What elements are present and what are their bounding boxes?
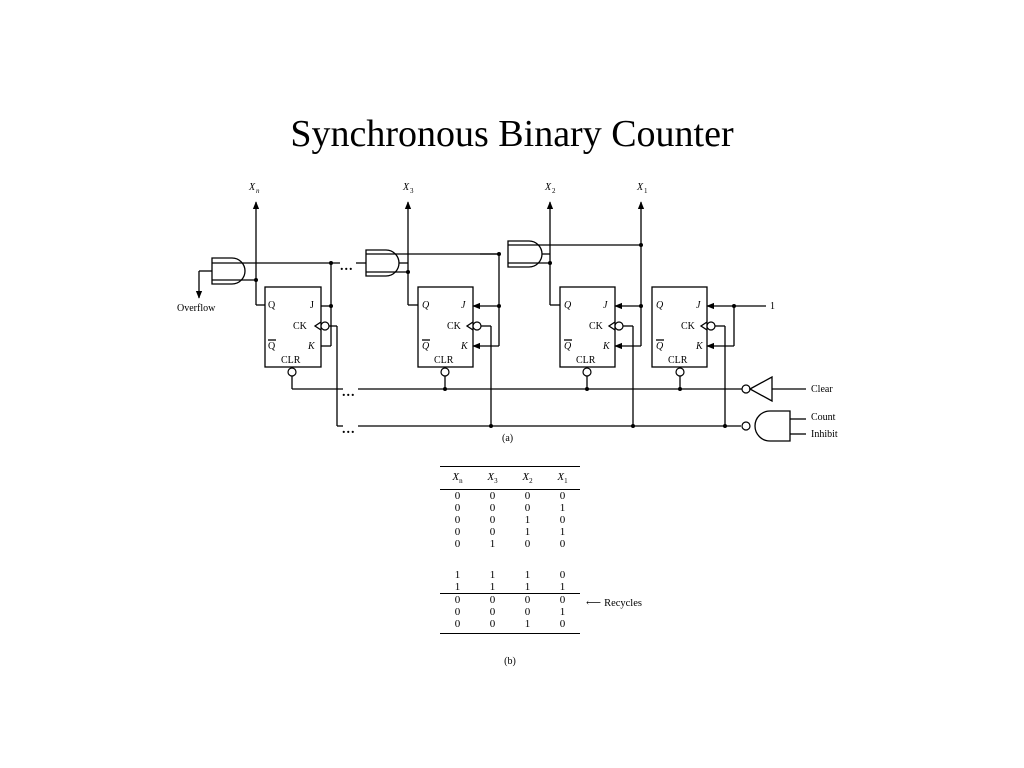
clear-label: Clear (811, 384, 833, 395)
caption-a: (a) (502, 433, 513, 444)
jk-wiring (321, 254, 766, 350)
svg-text:Q: Q (268, 341, 276, 352)
svg-text:K: K (695, 341, 704, 352)
arrow-left-icon: ⟵ (586, 598, 602, 609)
svg-text:CK: CK (447, 321, 462, 332)
overflow-label: Overflow (177, 303, 216, 314)
and-gate-x3 (365, 249, 400, 277)
inverter-clear (741, 375, 806, 403)
header-x1: X1 (545, 465, 580, 491)
svg-text:Q: Q (422, 341, 430, 352)
svg-text:2: 2 (552, 187, 556, 195)
and-gate-overflow (211, 257, 246, 285)
svg-text:n: n (256, 187, 260, 195)
svg-text:CK: CK (589, 321, 604, 332)
flipflop-n: Q J CK Q K CLR (264, 286, 330, 377)
count-label: Count (811, 412, 836, 423)
ellipsis-clear: ... (342, 385, 356, 400)
svg-text:Q: Q (268, 300, 276, 311)
output-label-x2: X 2 (544, 182, 556, 195)
svg-text:J: J (603, 300, 608, 311)
svg-text:J: J (461, 300, 466, 311)
flipflop-1: Q J CK Q K CLR (651, 286, 716, 377)
truth-table-header: Xn X3 X2 X1 (440, 465, 580, 491)
svg-text:CK: CK (293, 321, 308, 332)
svg-text:Q: Q (422, 300, 430, 311)
and-gate-count-inhibit (741, 410, 806, 442)
ellipsis-clock: ... (342, 422, 356, 437)
output-label-x3: X 3 (402, 182, 414, 195)
svg-text:J: J (696, 300, 701, 311)
svg-text:J: J (310, 300, 314, 311)
table-gap (440, 550, 580, 569)
svg-text:K: K (602, 341, 611, 352)
caption-b: (b) (504, 656, 516, 667)
svg-text:Q: Q (564, 300, 572, 311)
svg-text:CLR: CLR (281, 355, 301, 366)
flipflop-3: Q J CK Q K CLR (417, 286, 482, 377)
and-gate-x2 (507, 240, 543, 268)
svg-text:CLR: CLR (668, 355, 688, 366)
svg-text:X: X (636, 182, 644, 193)
svg-text:3: 3 (410, 187, 414, 195)
header-x2: X2 (510, 465, 545, 491)
svg-text:CK: CK (681, 321, 696, 332)
svg-text:K: K (307, 341, 316, 352)
svg-text:X: X (248, 182, 256, 193)
page-title: Synchronous Binary Counter (290, 113, 734, 155)
svg-text:Q: Q (564, 341, 572, 352)
constant-one-label: 1 (770, 301, 775, 312)
header-x3: X3 (475, 465, 510, 491)
header-xn: Xn (440, 465, 475, 491)
svg-text:CLR: CLR (434, 355, 454, 366)
flipflop-2: Q J CK Q K CLR (559, 286, 624, 377)
svg-text:1: 1 (644, 187, 648, 195)
svg-text:X: X (402, 182, 410, 193)
clear-wiring (291, 376, 742, 391)
svg-text:X: X (544, 182, 552, 193)
output-label-xn: X n (248, 182, 260, 195)
counter-circuit-diagram: X n X 3 X 2 X 1 (177, 182, 838, 444)
svg-text:CLR: CLR (576, 355, 596, 366)
recycles-annotation: ⟵Recycles (586, 597, 642, 609)
clock-wiring (329, 325, 741, 428)
recycles-label: Recycles (604, 598, 642, 609)
carry-chain-wires (195, 243, 643, 299)
svg-text:Q: Q (656, 341, 664, 352)
inhibit-label: Inhibit (811, 429, 838, 440)
svg-text:K: K (460, 341, 469, 352)
ellipsis-carry: ... (340, 259, 354, 274)
output-label-x1: X 1 (636, 182, 648, 195)
svg-text:Q: Q (656, 300, 664, 311)
